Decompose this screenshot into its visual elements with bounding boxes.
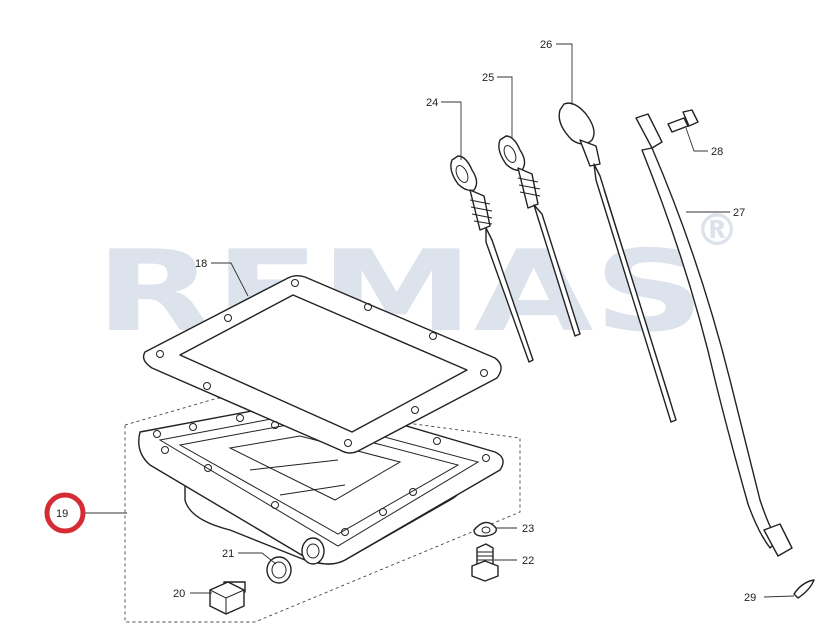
dipstick-24	[450, 155, 534, 363]
callout-18[interactable]: 18	[195, 258, 207, 270]
seal-ring	[266, 556, 292, 584]
callout-29[interactable]: 29	[744, 592, 756, 604]
callout-19[interactable]: 19	[56, 508, 68, 520]
watermark-registered-mark: ®	[695, 205, 739, 256]
bolt-28	[667, 109, 699, 133]
callout-22[interactable]: 22	[522, 555, 534, 567]
dipstick-26	[558, 102, 677, 423]
washer-23	[473, 521, 497, 537]
callout-25[interactable]: 25	[482, 72, 494, 84]
highlight-ring	[44, 492, 86, 534]
callout-27[interactable]: 27	[733, 207, 745, 219]
drain-plug	[209, 581, 246, 615]
callout-28[interactable]: 28	[711, 146, 723, 158]
callout-labels: 18 19 20 21 22 23 24 25 26 27 28 29	[56, 39, 756, 604]
oil-pan	[138, 400, 504, 565]
gasket-bolt-holes	[156, 279, 488, 447]
callout-26[interactable]: 26	[540, 39, 552, 51]
oil-pan-gasket	[142, 275, 502, 454]
callout-21[interactable]: 21	[222, 548, 234, 560]
clip-29	[793, 579, 815, 599]
callout-leaders	[85, 43, 795, 598]
dipstick-guide-tube	[635, 113, 793, 557]
assembly-group-outline	[124, 397, 521, 623]
bolt-22	[471, 543, 499, 582]
callout-24[interactable]: 24	[426, 97, 438, 109]
dipstick-25	[498, 135, 581, 337]
callout-23[interactable]: 23	[522, 523, 534, 535]
callout-20[interactable]: 20	[173, 588, 185, 600]
